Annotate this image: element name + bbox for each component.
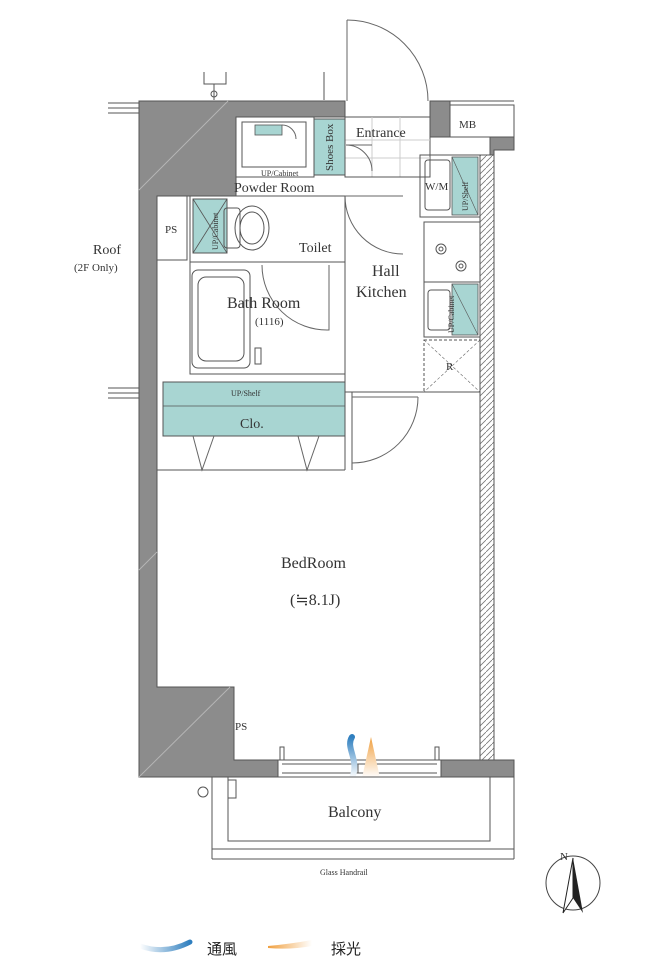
label-ps-upper: PS — [165, 224, 177, 236]
label-kitchen: Kitchen — [356, 284, 407, 301]
toilet-icon — [223, 205, 270, 251]
legend-daylight-label: 採光 — [331, 940, 361, 958]
label-hall: Hall — [372, 263, 400, 280]
label-up-shelf-kitchen: UP/Shelf — [461, 181, 470, 211]
label-up-cabinet-toilet: UP/Cabinet — [211, 212, 220, 250]
east-wall — [479, 154, 495, 761]
stove-icon — [435, 243, 467, 272]
label-bath-size: (1116) — [255, 316, 284, 328]
bedroom-area — [157, 469, 345, 471]
legend-light-swatch — [268, 940, 312, 949]
label-shoes-box: Shoes Box — [324, 123, 336, 171]
label-bedroom: BedRoom — [281, 555, 346, 572]
toilet-area — [189, 195, 404, 263]
closet-area — [162, 381, 346, 472]
compass-north-label: N — [560, 851, 568, 863]
label-bedroom-size: (≒8.1J) — [290, 592, 340, 609]
label-roof: Roof — [93, 243, 121, 258]
front-door — [346, 19, 429, 102]
label-toilet: Toilet — [299, 241, 332, 256]
label-up-shelf-closet: UP/Shelf — [231, 389, 261, 398]
legend-wind-swatch — [137, 939, 193, 953]
label-up-cabinet-kitchen: UP/Cabinet — [447, 295, 456, 333]
balcony-area — [197, 776, 515, 860]
entrance-door — [345, 144, 373, 172]
ps-upper-box — [156, 195, 188, 261]
legend-ventilation-label: 通風 — [207, 940, 237, 958]
label-entrance: Entrance — [356, 126, 406, 141]
roof-edge — [108, 72, 325, 399]
label-powder-room: Powder Room — [234, 181, 315, 196]
label-ps-lower: PS — [235, 721, 247, 733]
label-bath-room: Bath Room — [227, 295, 301, 312]
wind-arrow-icon — [347, 734, 358, 781]
shoes-box — [313, 118, 346, 176]
label-mb: MB — [459, 119, 476, 131]
label-up-cabinet-powder: UP/Cabinet — [261, 169, 299, 178]
light-arrow-icon — [362, 737, 380, 778]
label-wm: W/M — [425, 181, 448, 193]
bathtub-icon — [191, 269, 251, 369]
label-fridge: R — [446, 361, 454, 373]
label-roof-note: (2F Only) — [74, 262, 118, 274]
label-glass-handrail: Glass Handrail — [320, 868, 369, 877]
exterior-walls — [138, 100, 515, 778]
balcony-window — [277, 746, 442, 778]
kitchen-counter — [419, 154, 481, 393]
label-balcony: Balcony — [328, 804, 381, 821]
compass-icon — [545, 855, 601, 914]
label-closet: Clo. — [240, 417, 264, 432]
mb-box — [449, 104, 515, 138]
